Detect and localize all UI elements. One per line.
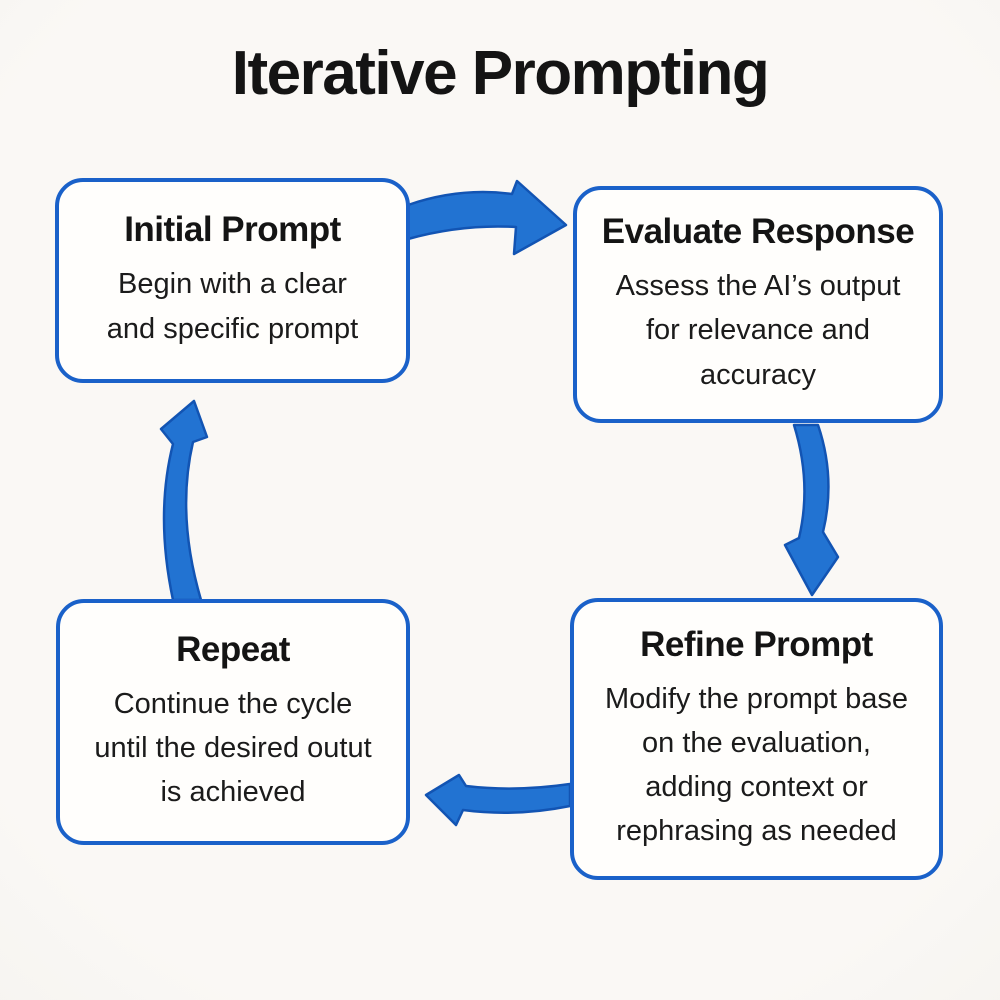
node-description: Assess the AI’s output for relevance and… (615, 270, 901, 391)
node-description: Begin with a clear and specific prompt (106, 268, 359, 345)
arrow-left-icon (424, 773, 572, 827)
arrow-right-icon (406, 179, 568, 256)
node-title: Evaluate Response (601, 212, 915, 252)
node-refine-prompt: Refine Prompt Modify the prompt base on … (570, 598, 943, 880)
node-description: Continue the cycle until the desired out… (94, 687, 372, 809)
node-description: Modify the prompt base on the evaluation… (604, 682, 909, 848)
arrow-up-icon (159, 399, 209, 602)
node-title: Initial Prompt (124, 210, 341, 250)
node-title: Repeat (176, 629, 290, 669)
arrow-down-icon (783, 423, 840, 597)
page-title: Iterative Prompting (231, 39, 770, 108)
node-repeat: Repeat Continue the cycle until the desi… (56, 599, 410, 845)
node-initial-prompt: Initial Prompt Begin with a clear and sp… (55, 178, 410, 383)
node-title: Refine Prompt (640, 624, 873, 664)
node-evaluate-response: Evaluate Response Assess the AI’s output… (573, 186, 943, 423)
